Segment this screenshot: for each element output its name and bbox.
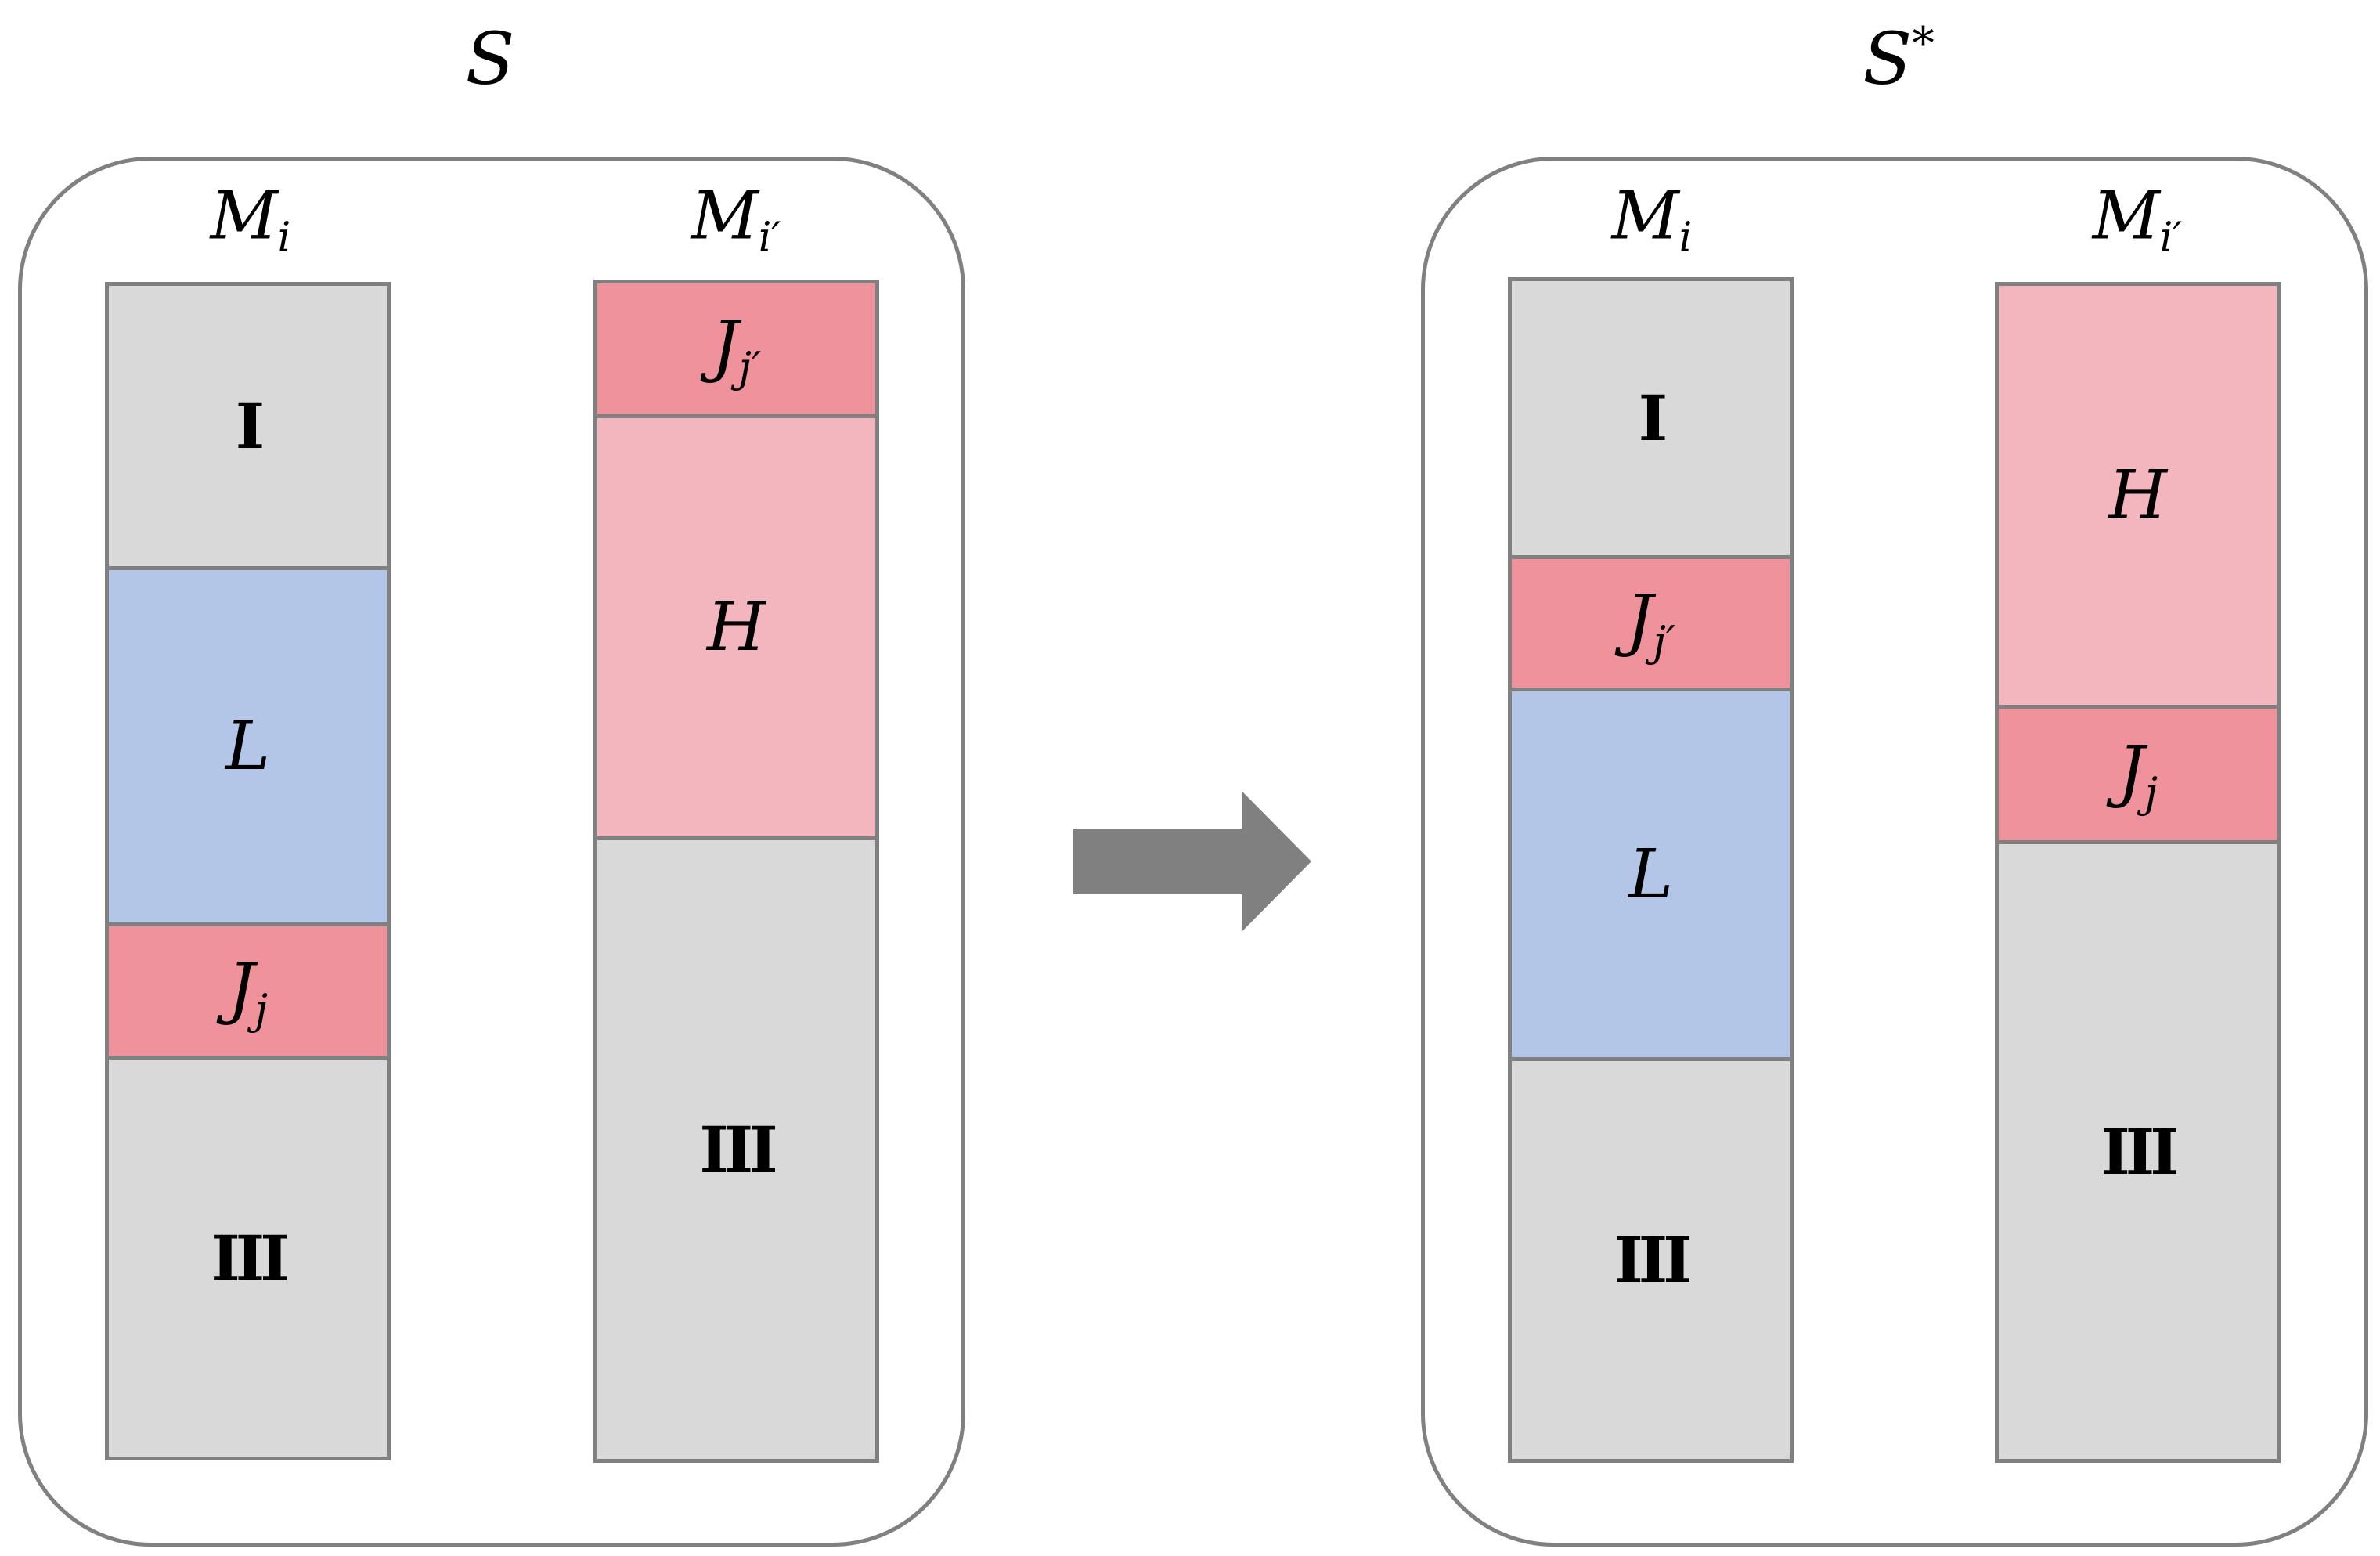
- block-label: III: [2101, 1114, 2179, 1189]
- left-mi-prime-block-h: H: [593, 414, 879, 840]
- right-mi-prime-block-h: H: [1995, 282, 2281, 709]
- block-label: III: [211, 1221, 289, 1295]
- right-mi-prime-block-iii: III: [1995, 840, 2281, 1463]
- left-mi-block-l: L: [105, 566, 391, 926]
- machine-letter: M: [1611, 177, 1679, 255]
- machine-letter: M: [691, 177, 759, 255]
- machine-letter: M: [2092, 177, 2160, 255]
- block-label: Jj: [2118, 732, 2158, 817]
- block-label: III: [1614, 1223, 1692, 1297]
- block-letter: J: [1625, 581, 1653, 659]
- left-schedule-title: S: [465, 17, 514, 101]
- block-label: Jj′: [712, 307, 761, 392]
- machine-letter: M: [210, 177, 278, 255]
- left-title-text: S: [465, 16, 515, 101]
- right-mi-prime-block-jj: Jj: [1995, 705, 2281, 844]
- right-machine-i-label: Mi: [1612, 178, 1693, 262]
- block-subscript: j′: [738, 342, 762, 392]
- block-letter: J: [227, 948, 255, 1027]
- block-subscript: j′: [1653, 616, 1676, 666]
- right-mi-block-i: I: [1508, 277, 1794, 559]
- left-mi-prime-block-jj-prime: Jj′: [593, 280, 879, 418]
- left-machine-i-prime-label: Mi′: [691, 178, 781, 262]
- left-mi-block-i: I: [105, 282, 391, 570]
- left-mi-prime-block-iii: III: [593, 836, 879, 1463]
- block-letter: J: [711, 306, 739, 385]
- right-mi-block-iii: III: [1508, 1057, 1794, 1463]
- right-mi-block-l: L: [1508, 688, 1794, 1061]
- right-arrow-icon: [1073, 791, 1311, 932]
- block-label: I: [235, 389, 265, 463]
- right-schedule-title: S*: [1863, 17, 1935, 101]
- block-label: Jj: [228, 949, 268, 1034]
- block-label: H: [707, 588, 766, 666]
- block-label: L: [1628, 835, 1674, 914]
- block-label: I: [1638, 381, 1668, 455]
- block-label: III: [699, 1113, 777, 1186]
- left-mi-block-iii: III: [105, 1056, 391, 1460]
- right-title-superscript: *: [1912, 18, 1935, 70]
- machine-subscript: i: [1679, 214, 1693, 262]
- block-subscript: j: [2144, 767, 2158, 817]
- machine-subscript: i: [277, 214, 291, 262]
- machine-subscript: i′: [758, 214, 781, 262]
- block-label: H: [2108, 456, 2167, 535]
- right-machine-i-prime-label: Mi′: [2093, 178, 2183, 262]
- block-label: L: [225, 707, 271, 785]
- right-mi-block-jj-prime: Jj′: [1508, 555, 1794, 691]
- left-mi-block-jj: Jj: [105, 922, 391, 1060]
- machine-subscript: i′: [2159, 214, 2183, 262]
- block-label: Jj′: [1626, 581, 1675, 666]
- left-machine-i-label: Mi: [211, 178, 291, 262]
- block-subscript: j: [254, 984, 268, 1034]
- block-letter: J: [2117, 732, 2145, 810]
- right-title-text: S: [1863, 16, 1913, 101]
